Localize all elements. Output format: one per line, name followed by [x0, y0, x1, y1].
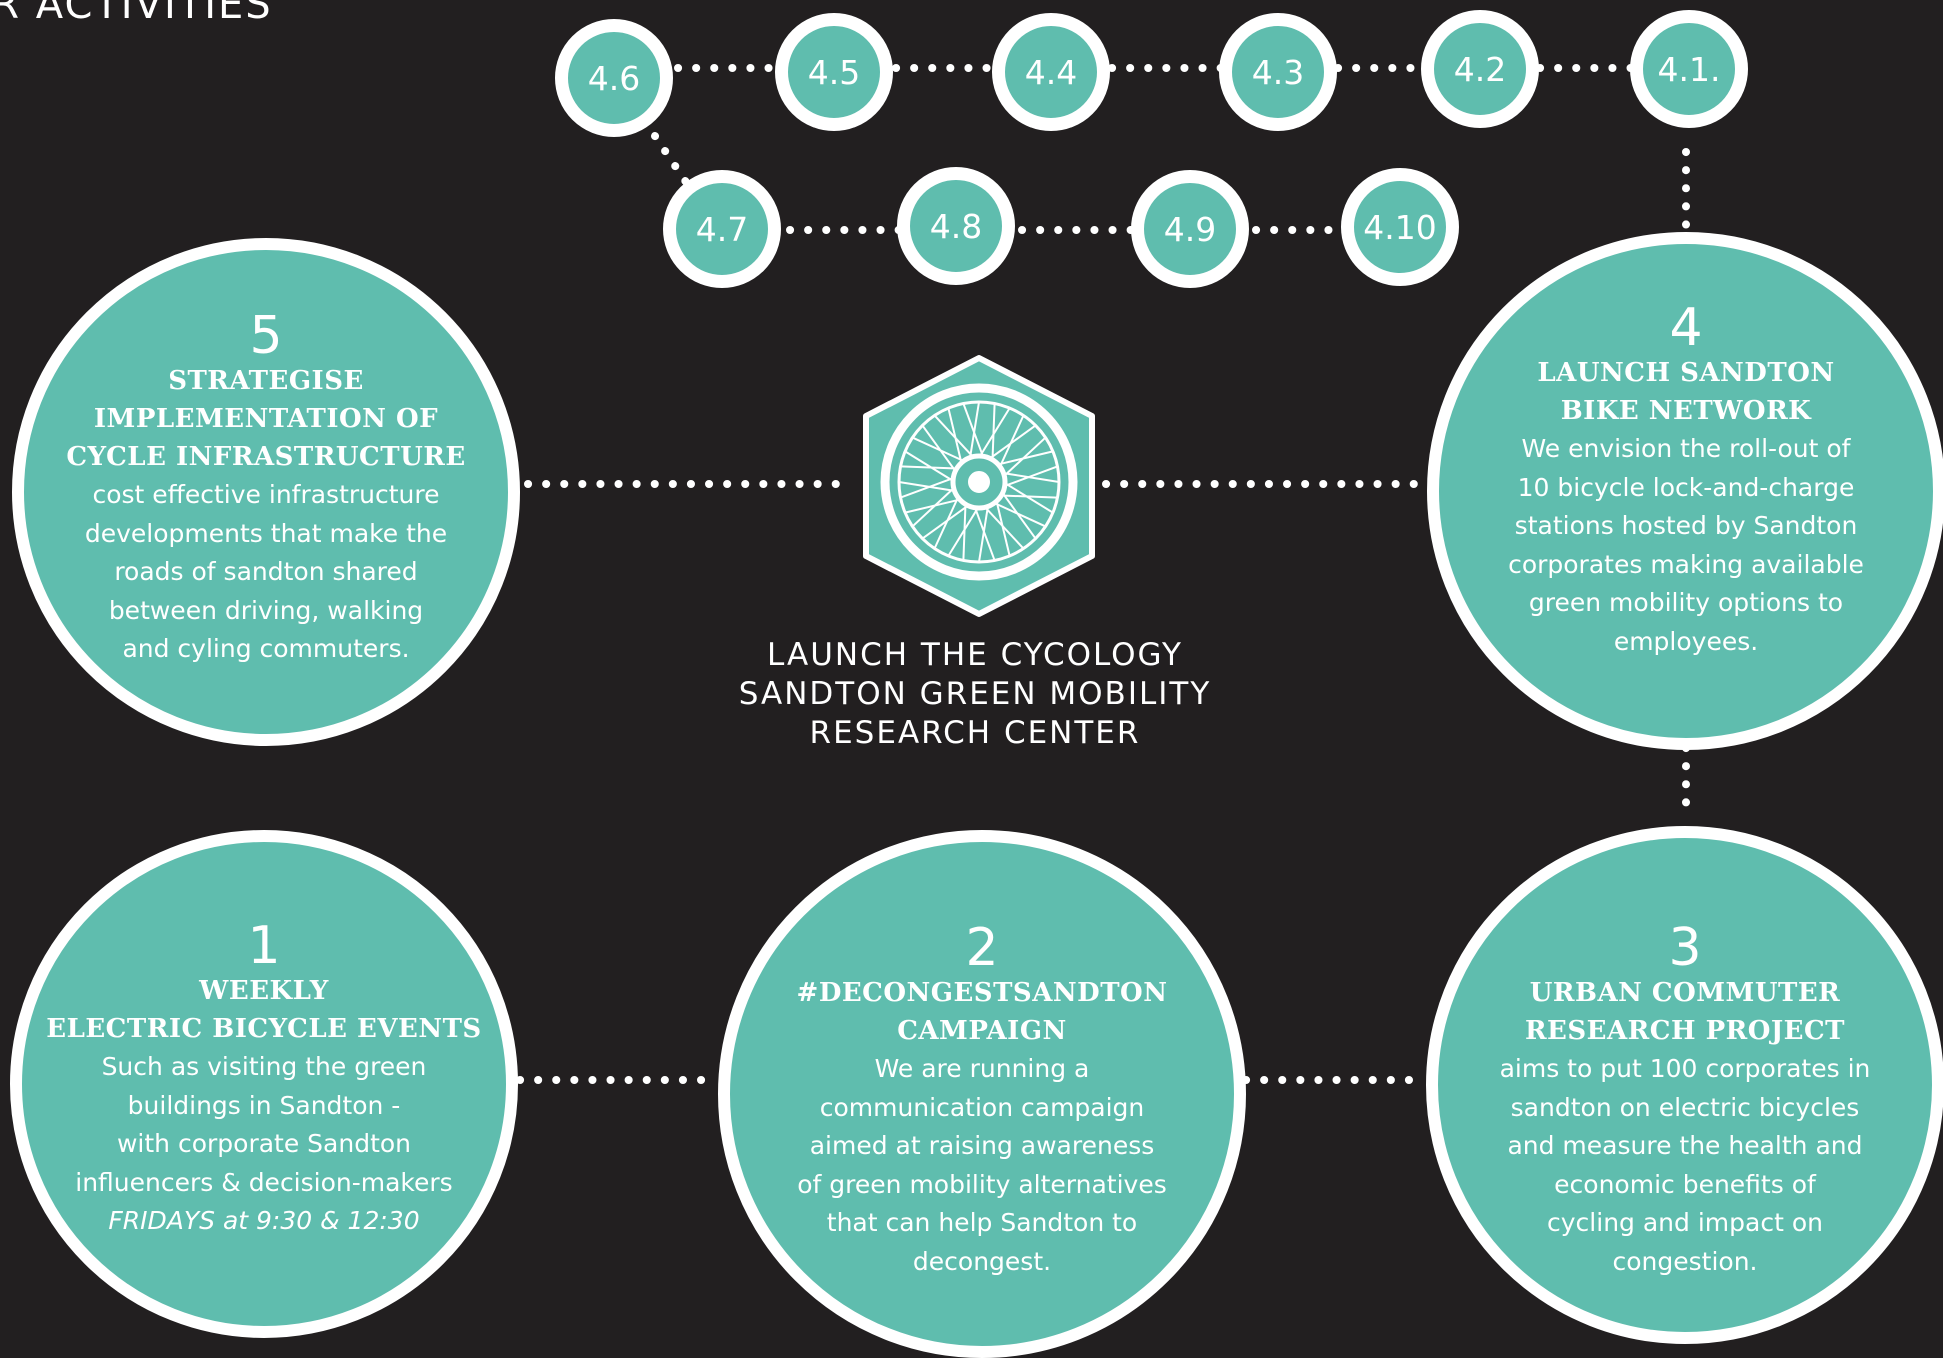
activity-step-3: 3 URBAN COMMUTER RESEARCH PROJECT aims t… — [1426, 826, 1943, 1344]
wheel-spoke — [1003, 472, 1060, 483]
bicycle-wheel-icon — [880, 383, 1078, 581]
wheel-spoke — [898, 481, 955, 492]
step-description: We are running a communication campaign … — [797, 1054, 1167, 1276]
step-schedule-note: FRIDAYS at 9:30 & 12:30 — [108, 1206, 420, 1235]
wheel-spoke — [969, 401, 980, 458]
sub-step-4-9: 4.9 — [1131, 170, 1249, 288]
sub-step-4-4: 4.4 — [992, 13, 1110, 131]
wheel-spoke — [989, 424, 1037, 460]
sub-step-4-3: 4.3 — [1219, 13, 1337, 131]
wheel-spoke — [974, 507, 996, 561]
step-description: Such as visiting the green buildings in … — [75, 1052, 453, 1197]
wheel-spoke — [947, 407, 963, 464]
wheel-spoke — [1001, 492, 1037, 540]
activity-step-1: 1 WEEKLY ELECTRIC BICYCLE EVENTS Such as… — [10, 830, 518, 1338]
sub-step-4-1: 4.1. — [1630, 10, 1748, 128]
wheel-spoke — [900, 465, 957, 470]
wheel-spoke — [993, 502, 1046, 528]
step-description: aims to put 100 corporates in sandton on… — [1499, 1054, 1871, 1276]
step-number: 5 — [249, 306, 283, 366]
wheel-spoke — [978, 506, 989, 563]
step-number: 2 — [965, 918, 999, 978]
connector-sub-4-6-4-7 — [651, 132, 694, 192]
wheel-spoke — [962, 504, 967, 561]
wheel-spoke — [999, 415, 1025, 468]
activity-step-4: 4 LAUNCH SANDTON BIKE NETWORK We envisio… — [1427, 232, 1943, 750]
step-description: We envision the roll-out of 10 bicycle l… — [1508, 434, 1864, 656]
wheel-spoke — [933, 414, 974, 458]
step-heading: STRATEGISE IMPLEMENTATION OF CYCLE INFRA… — [66, 366, 466, 472]
step-number: 4 — [1669, 298, 1703, 358]
wheel-spoke — [904, 498, 961, 514]
wheel-spoke — [904, 450, 954, 482]
wheel-spoke — [997, 450, 1054, 466]
step-number: 1 — [247, 916, 281, 976]
sub-step-4-7: 4.7 — [663, 170, 781, 288]
wheel-spoke — [1003, 436, 1047, 477]
wheel-spoke — [991, 403, 996, 460]
step-heading: WEEKLY ELECTRIC BICYCLE EVENTS — [46, 976, 482, 1044]
activity-step-2: 2 #DECONGESTSANDTON CAMPAIGN We are runn… — [718, 830, 1246, 1358]
wheel-spoke — [947, 507, 979, 557]
wheel-spoke — [979, 407, 1011, 457]
sub-step-4-5: 4.5 — [775, 13, 893, 131]
sub-step-4-2: 4.2 — [1421, 10, 1539, 128]
page-title: UR ACTIVITIES — [0, 0, 273, 28]
wheel-spoke — [933, 496, 959, 549]
sub-step-4-10: 4.10 — [1341, 168, 1459, 286]
wheel-spoke — [911, 487, 955, 528]
wheel-spoke — [900, 477, 954, 499]
center-title: LAUNCH THE CYCOLOGY SANDTON GREEN MOBILI… — [738, 637, 1212, 751]
wheel-spoke — [921, 504, 969, 540]
step-description: cost effective infrastructure developmen… — [84, 480, 448, 663]
center-hexagon — [863, 355, 1095, 617]
sub-step-4-8: 4.8 — [897, 167, 1015, 285]
wheel-spoke — [995, 500, 1011, 557]
wheel-spoke — [1001, 494, 1058, 499]
wheel-spoke — [1004, 482, 1054, 514]
activity-step-5: 5 STRATEGISE IMPLEMENTATION OF CYCLE INF… — [12, 238, 520, 746]
wheel-spoke — [921, 424, 957, 472]
step-heading: URBAN COMMUTER RESEARCH PROJECT — [1524, 978, 1846, 1046]
step-heading: LAUNCH SANDTON BIKE NETWORK — [1537, 358, 1835, 426]
wheel-spoke — [1004, 465, 1058, 487]
sub-step-4-6: 4.6 — [555, 19, 673, 137]
wheel-spoke — [984, 506, 1025, 550]
step-heading: #DECONGESTSANDTON CAMPAIGN — [796, 978, 1168, 1046]
step-number: 3 — [1668, 918, 1702, 978]
wheel-spoke — [912, 436, 965, 462]
wheel-spoke — [962, 403, 984, 457]
